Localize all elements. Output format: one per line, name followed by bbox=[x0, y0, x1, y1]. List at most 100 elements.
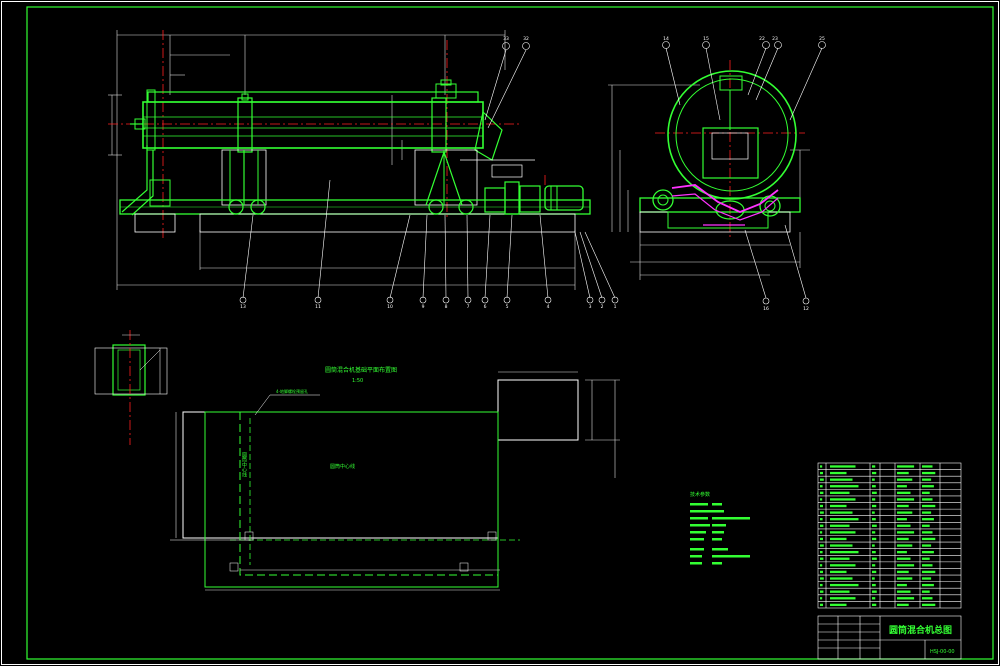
parts-list-cell bbox=[897, 544, 913, 547]
leader-number: 8 bbox=[445, 304, 448, 310]
leader-number: 2 bbox=[601, 304, 604, 310]
leader-number: 4 bbox=[547, 304, 550, 310]
leader-number: 1 bbox=[614, 304, 617, 310]
parts-list-cell bbox=[830, 570, 847, 574]
parts-list-cell bbox=[922, 564, 933, 567]
parts-list-cell bbox=[872, 518, 876, 521]
section-detail bbox=[94, 330, 168, 445]
parts-list-cell bbox=[922, 550, 934, 554]
tech-heading: 技术参数 bbox=[690, 491, 710, 498]
parts-list-cell bbox=[922, 471, 936, 475]
parts-list-cell bbox=[820, 478, 824, 481]
parts-list-cell bbox=[897, 491, 911, 494]
parts-list-cell bbox=[820, 524, 824, 527]
plan-vertical-label: 圆筒中心线 bbox=[241, 452, 247, 477]
leader-number: 5 bbox=[506, 304, 509, 310]
parts-list-cell bbox=[820, 550, 823, 554]
parts-list-cell bbox=[830, 465, 856, 468]
parts-list-cell bbox=[830, 531, 856, 534]
parts-list-cell bbox=[922, 531, 933, 534]
leader-number: 14 bbox=[663, 36, 669, 42]
leader-number: 32 bbox=[523, 36, 529, 42]
parts-list-cell bbox=[820, 564, 823, 567]
parts-list-cell bbox=[897, 564, 915, 567]
parts-list-cell bbox=[872, 465, 876, 468]
parts-list-cell bbox=[872, 544, 875, 547]
parts-list-cell bbox=[820, 491, 824, 494]
parts-list-cell bbox=[820, 504, 823, 508]
inner-border bbox=[26, 6, 994, 660]
parts-list-cell bbox=[897, 590, 911, 593]
parts-list-cell bbox=[830, 564, 856, 567]
leader-number: 9 bbox=[422, 304, 425, 310]
parts-list-cell bbox=[922, 524, 930, 527]
parts-list-cell bbox=[820, 570, 823, 574]
parts-list-cell bbox=[872, 564, 876, 567]
parts-list-cell bbox=[820, 544, 824, 547]
parts-list-cell bbox=[830, 485, 859, 488]
parts-list-cell bbox=[922, 504, 936, 508]
parts-list-cell bbox=[820, 465, 823, 468]
parts-list-cell bbox=[897, 577, 913, 580]
parts-list-cell bbox=[872, 570, 877, 574]
parts-list-cell bbox=[830, 504, 847, 508]
parts-list-cell bbox=[922, 597, 933, 600]
parts-list-cell bbox=[872, 524, 877, 527]
parts-list-cell bbox=[897, 465, 915, 468]
parts-list-cell bbox=[897, 531, 915, 534]
parts-list-cell bbox=[897, 504, 909, 508]
parts-list-cell bbox=[872, 511, 875, 514]
title-block-name: 圆筒混合机总图 bbox=[889, 624, 952, 636]
parts-list-cell bbox=[830, 557, 850, 560]
plan-leader-note: 4-地脚螺栓预留孔 bbox=[276, 388, 308, 394]
plan-center-label: 圆筒中心线 bbox=[330, 463, 355, 470]
parts-list-cell bbox=[922, 583, 934, 587]
leader-number: 16 bbox=[763, 306, 769, 312]
leader-number: 3 bbox=[589, 304, 592, 310]
parts-list-cell bbox=[922, 603, 936, 607]
parts-list-cell bbox=[897, 603, 909, 607]
plan-scale: 1:50 bbox=[352, 378, 363, 384]
parts-list-cell bbox=[872, 583, 876, 587]
parts-list-cell bbox=[820, 590, 824, 593]
leader-number: 13 bbox=[240, 304, 246, 310]
parts-list-cell bbox=[820, 557, 824, 560]
parts-list-cell bbox=[922, 511, 932, 514]
parts-list-cell bbox=[897, 498, 915, 501]
parts-list-cell bbox=[830, 471, 847, 475]
parts-list-cell bbox=[830, 491, 850, 494]
parts-list-cell bbox=[872, 603, 877, 607]
parts-list-cell bbox=[897, 557, 911, 560]
parts-list-cell bbox=[830, 511, 853, 514]
parts-list-cell bbox=[872, 597, 876, 600]
parts-list-cell bbox=[922, 485, 934, 488]
parts-list-cell bbox=[922, 465, 933, 468]
parts-list-cell bbox=[820, 583, 823, 587]
parts-list-cell bbox=[820, 531, 823, 534]
parts-list-cell bbox=[897, 583, 907, 587]
plan-title: 圆筒混合机基础平面布置图 bbox=[325, 366, 397, 374]
parts-list-cell bbox=[922, 478, 932, 481]
leader-number: 11 bbox=[315, 304, 321, 310]
parts-list-cell bbox=[820, 537, 823, 541]
parts-list-cell bbox=[872, 491, 877, 494]
parts-list-cell bbox=[820, 518, 823, 521]
parts-list-cell bbox=[922, 557, 930, 560]
parts-list-cell bbox=[820, 603, 823, 607]
parts-list-cell bbox=[830, 597, 856, 600]
parts-list-cell bbox=[820, 485, 823, 488]
parts-list-cell bbox=[830, 498, 856, 501]
parts-list-cell bbox=[897, 478, 913, 481]
leader-number: 6 bbox=[484, 304, 487, 310]
parts-list-cell bbox=[830, 537, 847, 541]
parts-list-cell bbox=[897, 524, 911, 527]
parts-list-cell bbox=[820, 577, 824, 580]
leader-number: 33 bbox=[503, 36, 509, 42]
parts-list-cell bbox=[830, 518, 859, 521]
parts-list-cell bbox=[872, 498, 876, 501]
parts-list-cell bbox=[872, 478, 875, 481]
parts-list-cell bbox=[922, 537, 936, 541]
parts-list-cell bbox=[872, 577, 875, 580]
